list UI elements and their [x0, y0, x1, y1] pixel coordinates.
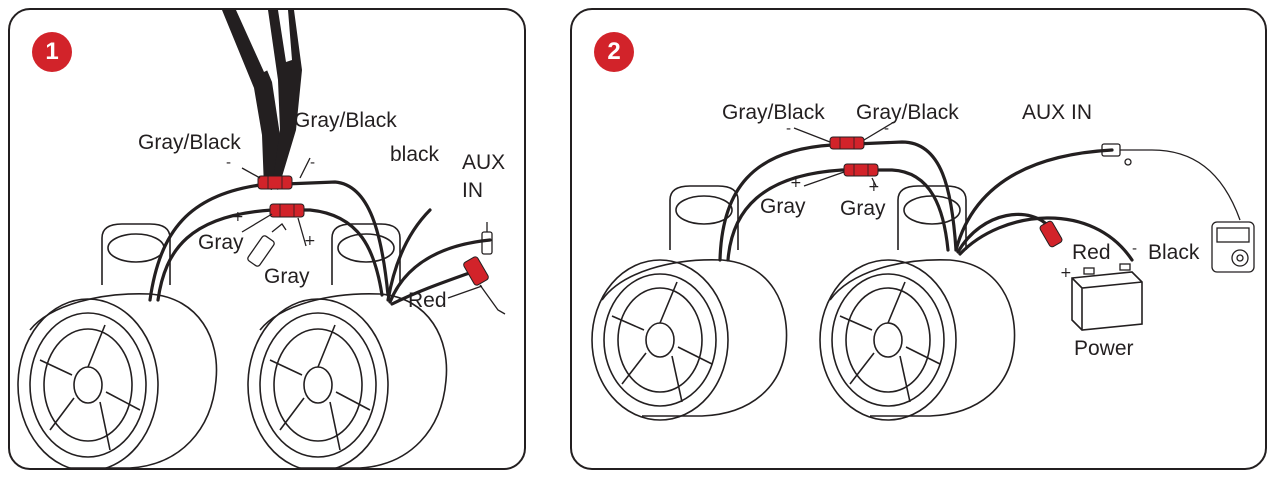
label-black: black	[390, 143, 440, 166]
pliers-icon	[222, 10, 302, 190]
label-gray-right: Gray	[264, 265, 310, 288]
speaker-left	[17, 223, 218, 468]
red-connector-upper	[829, 136, 865, 150]
label-gray-black-left: Gray/Black	[722, 101, 825, 124]
aux-plug-icon	[1101, 143, 1152, 166]
red-connector-lower	[269, 203, 305, 218]
step-1-panel: 1 Gray/Black - Gray/Black - + Gray + Gra…	[8, 8, 526, 470]
label-minus-right: -	[884, 121, 890, 137]
label-in: IN	[462, 179, 483, 202]
label-gray-black-right: Gray/Black	[294, 109, 397, 132]
step-2-illustration	[591, 121, 1255, 421]
step-number-badge: 1	[32, 32, 72, 72]
label-gray-black-left: Gray/Black	[138, 131, 241, 154]
label-minus-left: -	[226, 155, 232, 171]
battery-icon	[1071, 263, 1143, 331]
label-plus-right: +	[304, 233, 316, 249]
red-fuse-holder	[1039, 220, 1063, 248]
speaker-right	[247, 223, 448, 468]
red-connector-upper	[257, 175, 293, 190]
label-gray-left: Gray	[198, 231, 244, 254]
label-plus-right: +	[868, 179, 880, 195]
label-plus-left: +	[790, 175, 802, 191]
red-connector-lower	[843, 163, 879, 177]
label-red: Red	[408, 289, 447, 312]
label-minus-left: -	[786, 121, 792, 137]
mp3-player-icon	[1211, 221, 1255, 273]
label-minus-right: -	[310, 155, 316, 171]
label-black: Black	[1148, 241, 1200, 264]
red-fuse-holder	[463, 256, 489, 286]
speaker-left	[591, 185, 788, 421]
aux-plug-icon	[481, 222, 493, 255]
label-power: Power	[1074, 337, 1134, 360]
label-aux: AUX	[462, 151, 506, 174]
spray-bottle-icon	[247, 223, 287, 267]
label-battery-minus: -	[1132, 241, 1138, 257]
speaker-right	[819, 185, 1016, 421]
label-plus-left: +	[232, 209, 244, 225]
label-gray-black-right: Gray/Black	[856, 101, 959, 124]
label-red: Red	[1072, 241, 1111, 264]
step-number-badge: 2	[594, 32, 634, 72]
label-gray-left: Gray	[760, 195, 806, 218]
step-1-illustration	[17, 10, 506, 468]
label-gray-right: Gray	[840, 197, 886, 220]
label-battery-plus: +	[1060, 265, 1072, 281]
step-2-panel: 2 Gray/Black - Gray/Black - + Gray + Gra…	[570, 8, 1267, 470]
label-aux-in: AUX IN	[1022, 101, 1093, 124]
